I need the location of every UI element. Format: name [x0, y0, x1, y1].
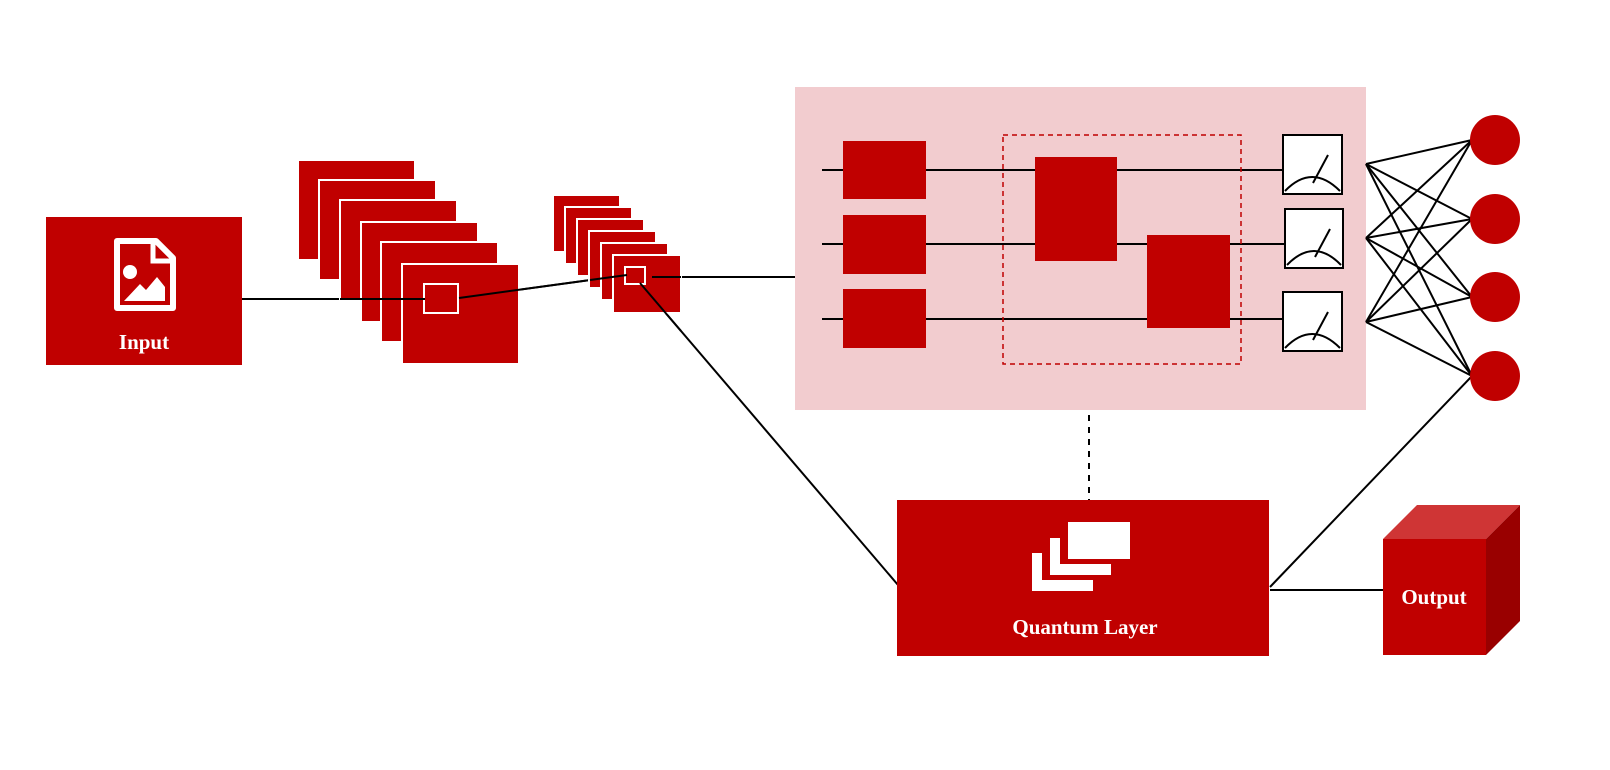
output-neurons	[1470, 115, 1520, 401]
conv2-to-quantum-layer-connector-start	[639, 282, 682, 332]
stacked-layers-icon	[1032, 522, 1130, 591]
measurement-meters	[1282, 134, 1344, 352]
cube-front-face	[1383, 539, 1486, 655]
output-neuron	[1470, 194, 1520, 244]
quantum-layer-label: Quantum Layer	[1012, 615, 1157, 639]
conv2-to-quantum-layer-connector	[639, 282, 899, 586]
entangling-gate	[1147, 235, 1230, 328]
measurement-meter-icon	[1282, 291, 1343, 352]
quantum-layer-block: Quantum Layer	[897, 500, 1269, 656]
variational-block-boundary	[1002, 134, 1242, 365]
encoding-gates	[843, 141, 926, 348]
input-label: Input	[119, 330, 169, 354]
entangling-gate	[1035, 157, 1117, 261]
cube-side-face	[1486, 505, 1520, 655]
feature-map	[401, 263, 520, 365]
cube-top-face	[1383, 505, 1520, 539]
quantum-layer-to-neuron-connector	[1269, 375, 1473, 588]
output-label: Output	[1401, 585, 1466, 609]
encoding-gate	[843, 215, 926, 274]
input-block: Input	[46, 217, 242, 365]
encoding-gate	[843, 141, 926, 199]
measurement-meter-icon	[1284, 208, 1344, 269]
image-file-icon	[114, 238, 176, 311]
output-neuron	[1470, 115, 1520, 165]
encoding-gate	[843, 289, 926, 348]
conv1-to-conv2-connector-tip	[589, 274, 628, 281]
output-neuron	[1470, 272, 1520, 322]
feature-map-stack-2	[552, 194, 682, 314]
dense-connections	[1365, 139, 1473, 377]
quantum-circuit	[795, 87, 1366, 410]
output-cube: Output	[1383, 505, 1520, 655]
feature-map-stack-1	[297, 159, 520, 365]
measurement-meter-icon	[1282, 134, 1343, 195]
feature-map	[612, 254, 682, 314]
output-neuron	[1470, 351, 1520, 401]
